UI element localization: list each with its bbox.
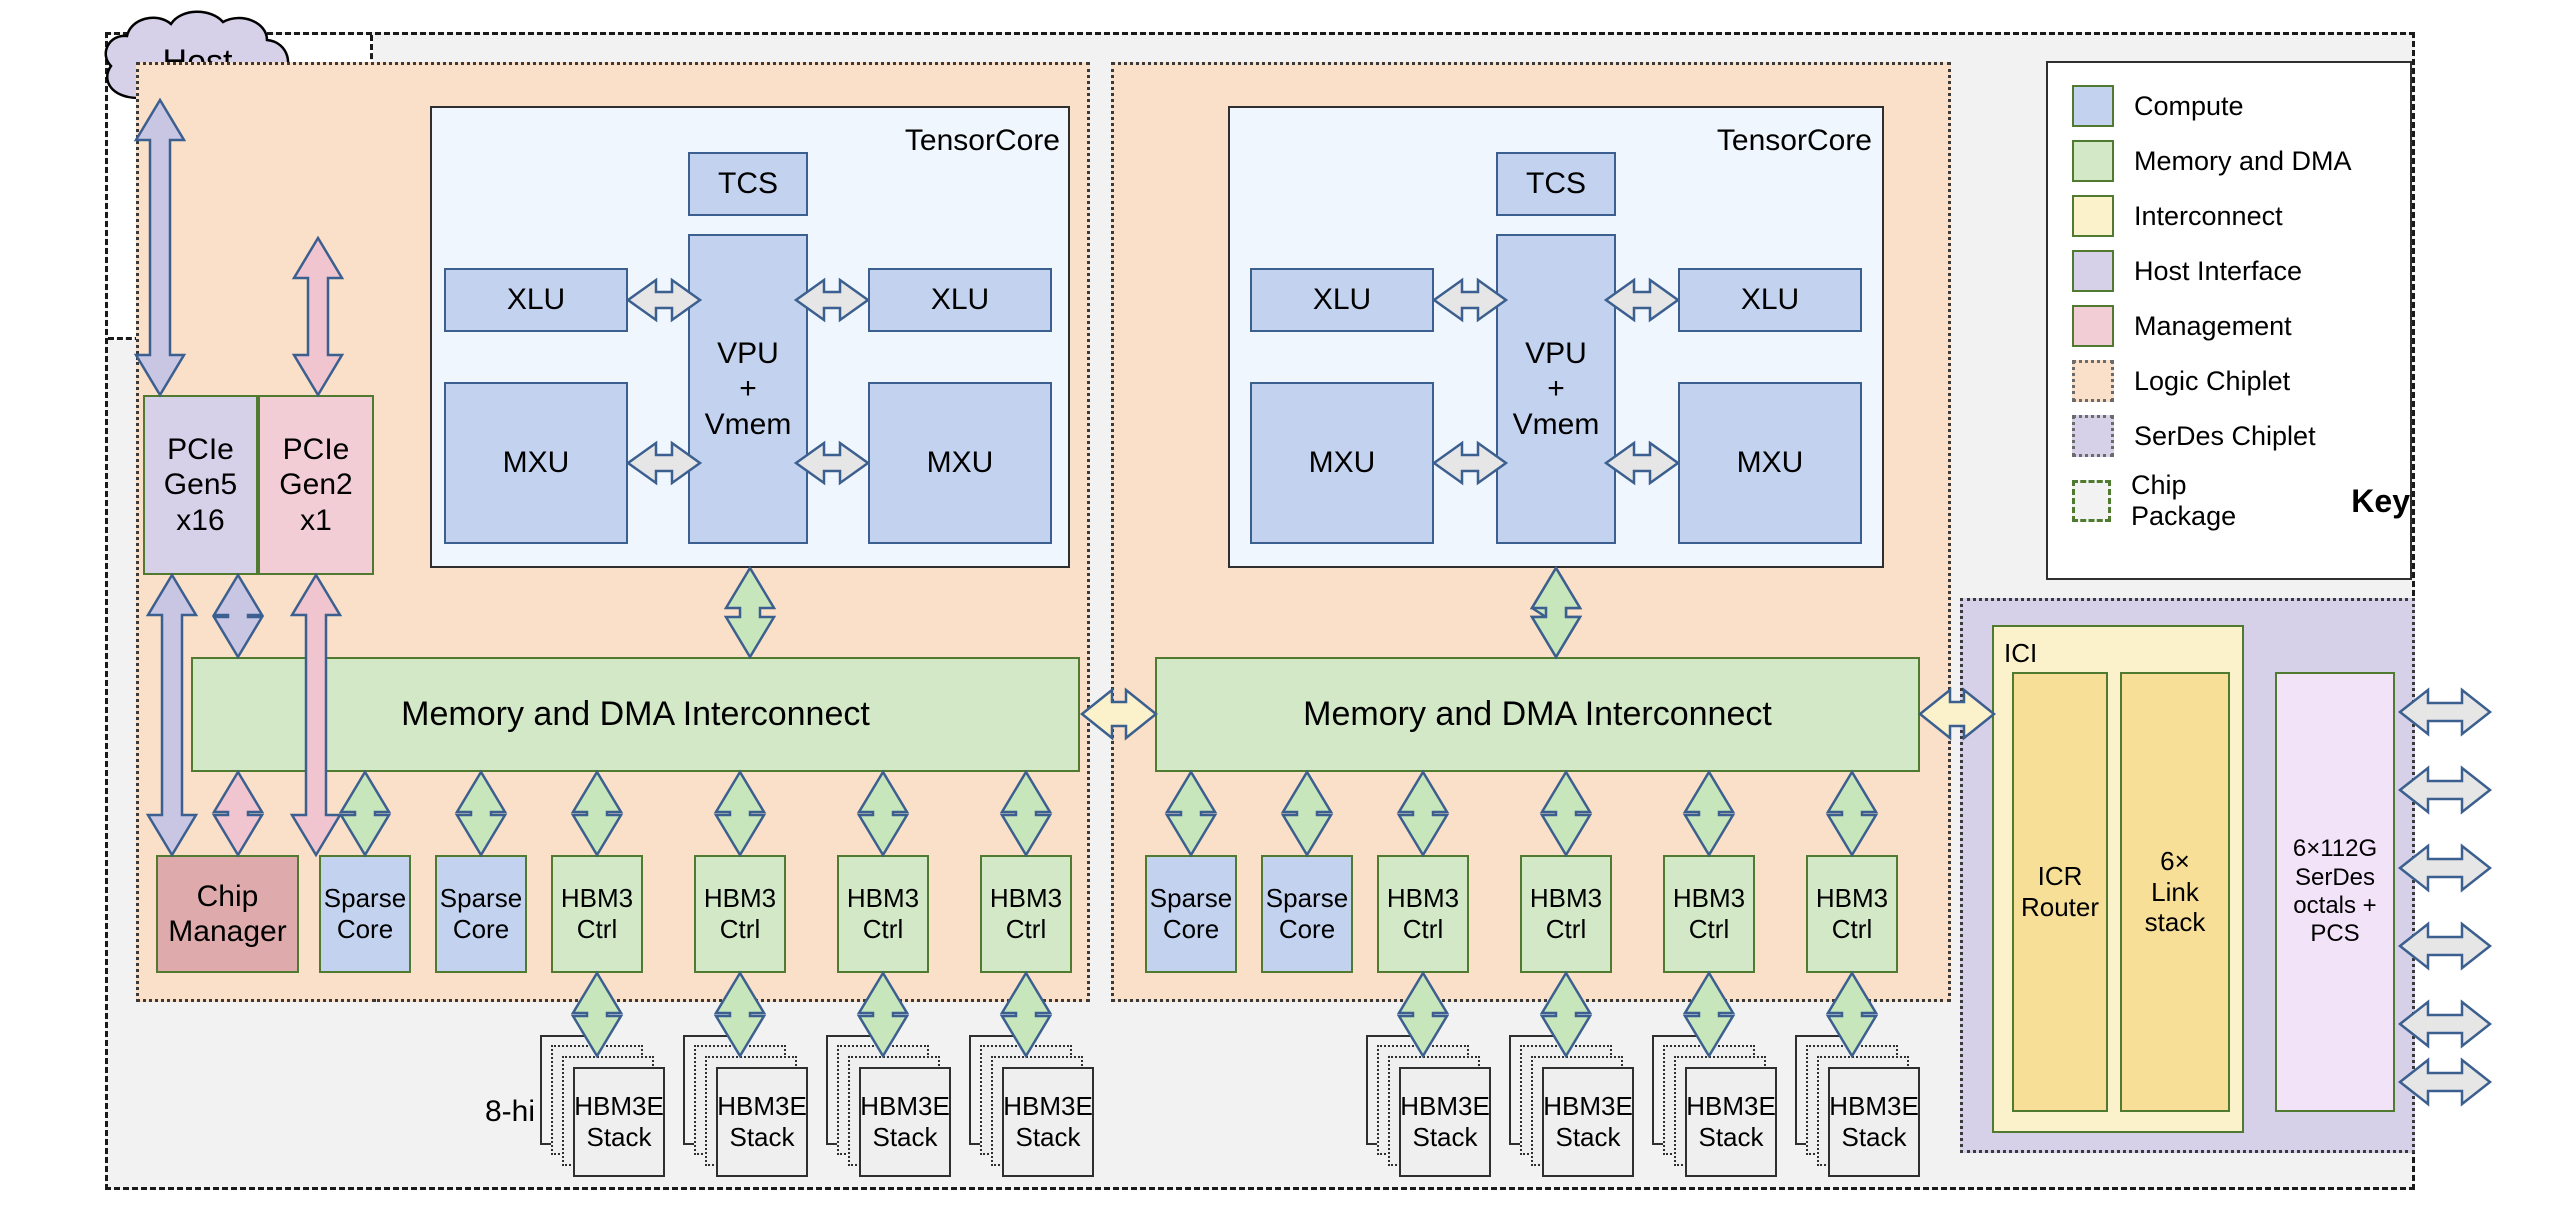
key-label-management: Management	[2134, 310, 2292, 341]
key-label-interconnect: Interconnect	[2134, 200, 2283, 231]
hbm3e-stack-2d: HBM3E Stack	[1828, 1067, 1920, 1177]
key-swatch-memory-and-dma	[2072, 140, 2114, 182]
key-swatch-serdes-chiplet	[2072, 415, 2114, 457]
hbm3-ctrl-1c: HBM3 Ctrl	[837, 855, 929, 973]
tensorcore-1-tcs: TCS	[688, 152, 808, 216]
tensorcore-1-title: TensorCore	[904, 124, 1060, 157]
key-item-host-interface: Host Interface	[2072, 250, 2410, 292]
key-label-logic-chiplet: Logic Chiplet	[2134, 365, 2291, 396]
key-panel: Compute Memory and DMA Interconnect Host…	[2046, 61, 2412, 580]
key-item-logic-chiplet: Logic Chiplet	[2072, 360, 2410, 402]
tensorcore-2-xlu-left: XLU	[1250, 268, 1434, 332]
chip-manager: Chip Manager	[156, 855, 299, 973]
hbm3e-stack-2b: HBM3E Stack	[1542, 1067, 1634, 1177]
key-item-management: Management	[2072, 305, 2410, 347]
tensorcore-1-xlu-left: XLU	[444, 268, 628, 332]
hbm3e-stack-1c: HBM3E Stack	[859, 1067, 951, 1177]
key-swatch-compute	[2072, 85, 2114, 127]
sparse-core-2a: Sparse Core	[1145, 855, 1237, 973]
key-swatch-host-interface	[2072, 250, 2114, 292]
tensorcore-1-mxu-right: MXU	[868, 382, 1052, 544]
link-stack: 6× Link stack	[2120, 672, 2230, 1112]
key-title: Key	[2351, 482, 2410, 519]
memory-dma-interconnect-2: Memory and DMA Interconnect	[1155, 657, 1920, 772]
hbm3e-stack-1d: HBM3E Stack	[1002, 1067, 1094, 1177]
hbm3e-stack-2a: HBM3E Stack	[1399, 1067, 1491, 1177]
key-item-memory-and-dma: Memory and DMA	[2072, 140, 2410, 182]
tensorcore-2-mxu-right: MXU	[1678, 382, 1862, 544]
key-item-serdes-chiplet: SerDes Chiplet	[2072, 415, 2410, 457]
key-label-memory-and-dma: Memory and DMA	[2134, 145, 2352, 176]
hbm3-ctrl-1d: HBM3 Ctrl	[980, 855, 1072, 973]
ici-label: ICI	[2004, 638, 2038, 668]
sparse-core-1a: Sparse Core	[319, 855, 411, 973]
tensorcore-1-mxu-left: MXU	[444, 382, 628, 544]
hbm3-ctrl-2d: HBM3 Ctrl	[1806, 855, 1898, 973]
hbm-stack-height-label: 8-hi	[484, 1095, 535, 1128]
tensorcore-1-xlu-right: XLU	[868, 268, 1052, 332]
pcie-gen2-x1: PCIe Gen2 x1	[258, 395, 374, 575]
key-item-compute: Compute	[2072, 85, 2410, 127]
hbm3-ctrl-1a: HBM3 Ctrl	[551, 855, 643, 973]
pcie-gen5-x16: PCIe Gen5 x16	[143, 395, 258, 575]
tensorcore-2-mxu-left: MXU	[1250, 382, 1434, 544]
key-label-host-interface: Host Interface	[2134, 255, 2303, 286]
tensorcore-2-title: TensorCore	[1716, 124, 1872, 157]
memory-dma-interconnect-1: Memory and DMA Interconnect	[191, 657, 1080, 772]
hbm3e-stack-1b: HBM3E Stack	[716, 1067, 808, 1177]
key-item-chip-package: Chip Package Key	[2072, 470, 2410, 532]
key-swatch-interconnect	[2072, 195, 2114, 237]
key-label-chip-package: Chip Package	[2131, 470, 2237, 531]
hbm3-ctrl-1b: HBM3 Ctrl	[694, 855, 786, 973]
key-label-serdes-chiplet: SerDes Chiplet	[2134, 420, 2316, 451]
sparse-core-1b: Sparse Core	[435, 855, 527, 973]
hbm3-ctrl-2b: HBM3 Ctrl	[1520, 855, 1612, 973]
hbm3-ctrl-2c: HBM3 Ctrl	[1663, 855, 1755, 973]
icr-router: ICR Router	[2012, 672, 2108, 1112]
hbm3e-stack-1a: HBM3E Stack	[573, 1067, 665, 1177]
serdes-octals-pcs: 6×112G SerDes octals + PCS	[2275, 672, 2395, 1112]
tensorcore-2-vpu-vmem: VPU + Vmem	[1496, 234, 1616, 544]
key-swatch-management	[2072, 305, 2114, 347]
key-swatch-chip-package	[2072, 480, 2112, 522]
tensorcore-2-tcs: TCS	[1496, 152, 1616, 216]
key-item-interconnect: Interconnect	[2072, 195, 2410, 237]
tensorcore-2-xlu-right: XLU	[1678, 268, 1862, 332]
sparse-core-2b: Sparse Core	[1261, 855, 1353, 973]
key-swatch-logic-chiplet	[2072, 360, 2114, 402]
hbm3e-stack-2c: HBM3E Stack	[1685, 1067, 1777, 1177]
hbm3-ctrl-2a: HBM3 Ctrl	[1377, 855, 1469, 973]
tensorcore-1-vpu-vmem: VPU + Vmem	[688, 234, 808, 544]
key-label-compute: Compute	[2134, 90, 2244, 121]
